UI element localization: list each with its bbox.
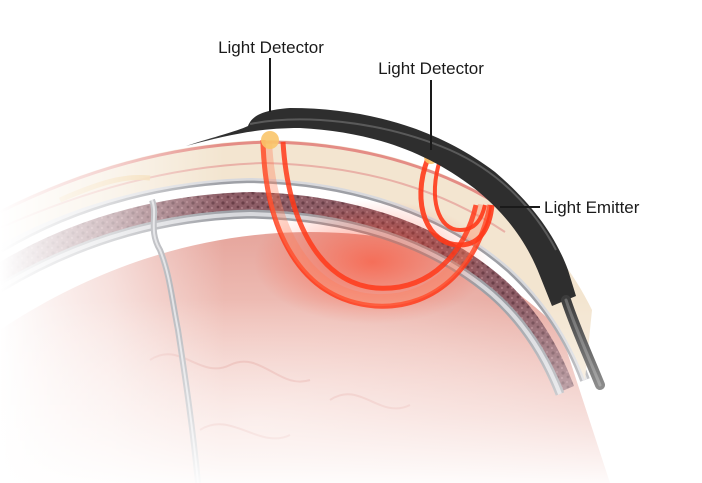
label-light-emitter: Light Emitter: [544, 198, 640, 217]
label-light-detector-far: Light Detector: [378, 59, 484, 78]
label-light-detector-near: Light Detector: [218, 38, 324, 57]
